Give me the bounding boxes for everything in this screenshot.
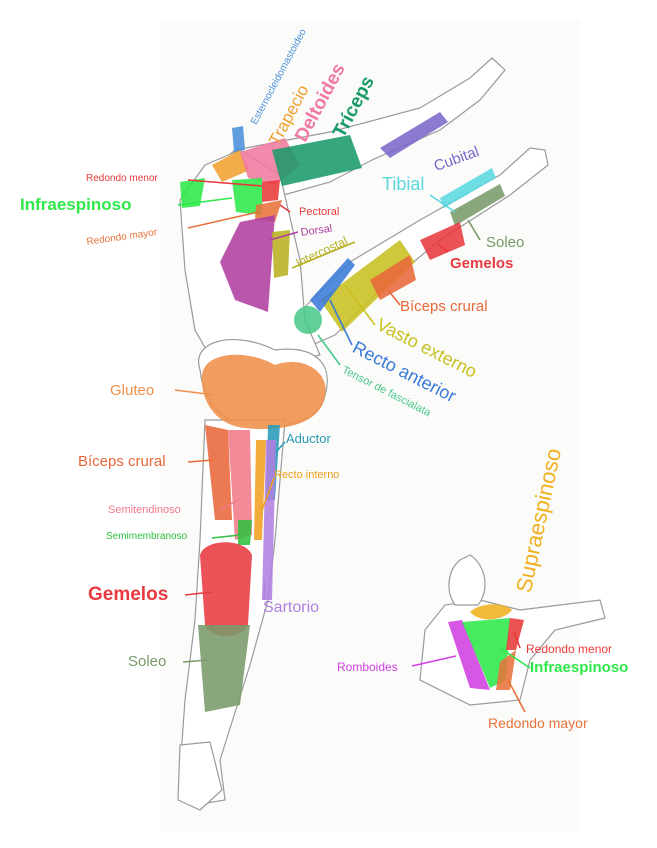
shape-biceps-crural-leg — [205, 425, 232, 520]
leader-line — [317, 334, 341, 366]
shape-supraespinoso — [470, 604, 512, 620]
leader-line — [187, 211, 259, 229]
leader-line — [261, 477, 275, 511]
label-soleo: Soleo — [486, 234, 525, 251]
leader-line — [411, 655, 457, 667]
shape-infraespinoso-inset — [462, 618, 510, 688]
shape-redondo-mayor — [255, 200, 282, 222]
shape-infraespinoso-b — [232, 178, 262, 215]
shape-gemelos — [420, 222, 465, 260]
shape-semimembranoso — [238, 520, 252, 545]
leader-line — [507, 679, 526, 713]
shape-tibial — [440, 168, 496, 208]
leader-line — [211, 534, 241, 539]
shape-vasto-externo — [320, 240, 415, 332]
label-infraespinoso-2: Infraespinoso — [530, 659, 629, 676]
shape-dorsal — [220, 215, 275, 312]
label-gemelos-2: Gemelos — [88, 584, 169, 605]
leader-line — [275, 441, 286, 453]
leader-line — [187, 179, 263, 187]
leader-line — [499, 647, 531, 669]
shape-recto-interno — [254, 440, 266, 540]
shape-esternocleidomastoideo — [232, 126, 245, 152]
leader-line — [279, 204, 291, 213]
label-gluteo: Gluteo — [110, 382, 155, 399]
shape-soleo-leg — [198, 625, 250, 712]
shape-infraespinoso — [180, 178, 205, 208]
shape-gluteo — [201, 354, 326, 430]
leader-line — [437, 243, 449, 253]
label-sartorio: Sartorio — [263, 599, 320, 616]
shape-gemelos-leg — [200, 542, 252, 637]
leader-line — [467, 219, 481, 241]
label-romboides: Romboides — [337, 660, 398, 674]
label-redondo-mayor-2: Redondo mayor — [488, 715, 588, 731]
label-aductor: Aductor — [286, 431, 331, 446]
label-infraespinoso: Infraespinoso — [20, 195, 132, 214]
shape-cubital — [380, 112, 448, 158]
shape-semitendinoso — [228, 430, 252, 540]
label-tibial: Tibial — [382, 174, 425, 194]
leader-line — [263, 581, 266, 601]
label-gemelos: Gemelos — [450, 255, 514, 272]
shape-redondo-menor — [262, 180, 280, 202]
leader-line — [182, 659, 209, 663]
label-soleo-2: Soleo — [128, 653, 167, 670]
label-biceps-crural: Bíceps crural — [400, 298, 488, 315]
leader-line — [184, 591, 213, 596]
label-biceps-crural-2: Bíceps crural — [78, 453, 166, 470]
shape-biceps-crural — [370, 255, 416, 300]
label-pectoral: Pectoral — [299, 206, 340, 218]
muscle-shapes — [180, 112, 524, 712]
shape-intercostal — [272, 230, 290, 278]
leader-line — [219, 499, 239, 511]
shape-triceps — [272, 135, 362, 186]
leader-line — [177, 197, 233, 206]
shape-tensor — [294, 306, 322, 334]
shape-recto-anterior — [310, 258, 355, 312]
label-semitendinoso: Semitendinoso — [108, 504, 181, 516]
leader-line — [187, 459, 214, 463]
leader-line — [429, 194, 456, 213]
leader-line — [174, 389, 216, 396]
shape-redondo-mayor-inset — [496, 650, 516, 690]
label-redondo-menor: Redondo menor — [86, 173, 158, 184]
shape-trapecio — [212, 150, 250, 182]
label-semimembranoso: Semimembranoso — [106, 531, 188, 542]
label-recto-interno: Recto interno — [274, 469, 340, 481]
leader-line — [269, 231, 299, 241]
label-redondo-menor-2: Redondo menor — [526, 642, 613, 656]
leader-line — [387, 289, 401, 306]
leader-lines — [174, 179, 531, 713]
leader-line — [513, 631, 521, 649]
leader-line — [291, 241, 356, 269]
shape-romboides — [448, 620, 490, 690]
leader-line — [329, 299, 353, 346]
shape-soleo — [450, 184, 505, 226]
leader-line — [344, 284, 376, 326]
